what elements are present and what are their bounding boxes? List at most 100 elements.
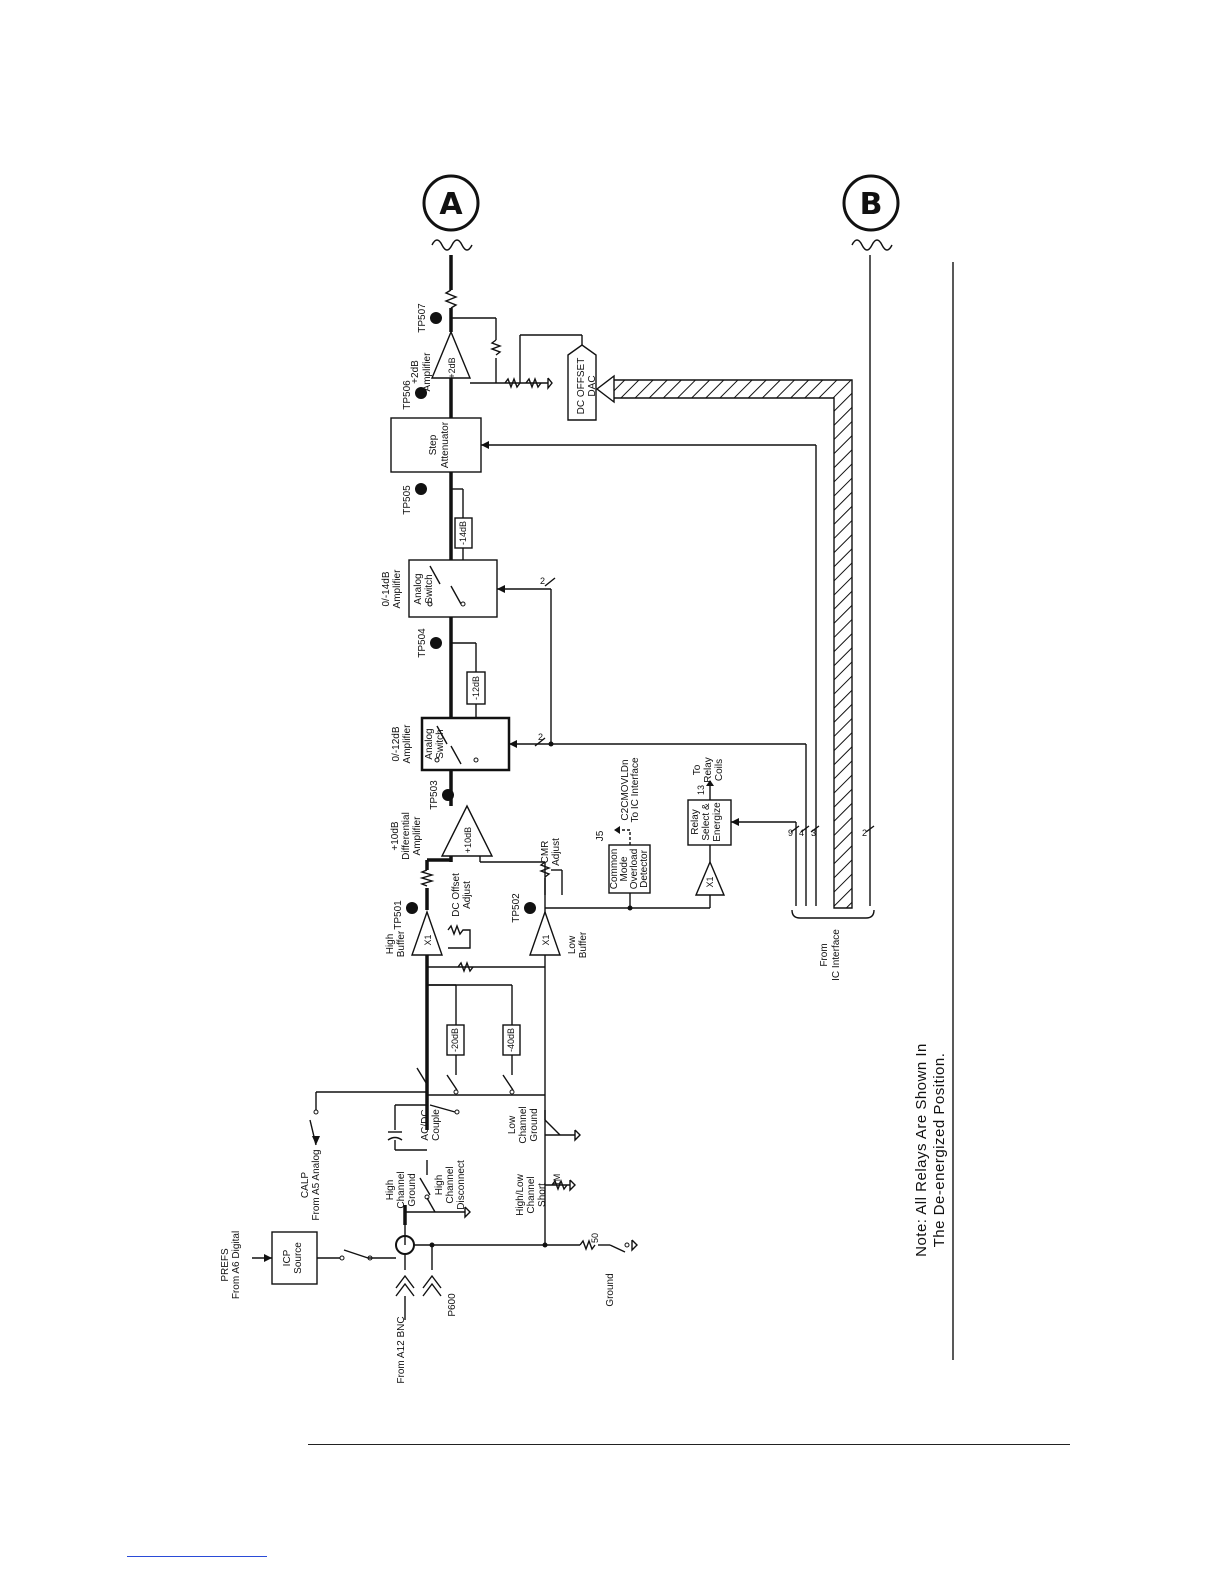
svg-text:High: High [434,1175,445,1196]
svg-text:0/-14dB: 0/-14dB [381,571,392,606]
svg-text:C2CMOVLDn: C2CMOVLDn [620,759,631,820]
svg-text:Amplifier: Amplifier [412,816,423,856]
svg-text:To: To [692,764,703,775]
tp507-dot [430,312,442,324]
svg-text:-14dB: -14dB [458,521,468,545]
svg-text:2: 2 [538,732,543,742]
svg-text:Relay: Relay [703,757,714,783]
dc-offset-dac: DC OFFSET DAC [567,344,598,421]
svg-text:Low: Low [567,935,578,954]
tp504-dot [430,637,442,649]
svg-text:Note: All Relays Are Shown In: Note: All Relays Are Shown In [913,1043,930,1257]
connector-b: B [842,174,900,251]
svg-text:Channel: Channel [396,1171,407,1208]
svg-text:From A5 Analog: From A5 Analog [311,1149,322,1220]
high-channel-disconnect-relay: High Channel Disconnect [419,1160,467,1210]
svg-text:Amplifier: Amplifier [422,352,433,392]
svg-text:+2dB: +2dB [447,357,457,378]
svg-text:Ground: Ground [529,1108,540,1141]
svg-text:Differential: Differential [401,812,412,860]
tp501-label: TP501 [393,900,404,930]
step-attenuator: Step Attenuator [390,417,817,906]
svg-text:Adjust: Adjust [462,881,473,909]
tp505-label: TP505 [402,485,413,515]
svg-text:B: B [860,187,883,222]
svg-text:From: From [819,943,830,966]
tp501-dot [406,902,418,914]
low-signal-path [427,861,710,1245]
svg-text:ICP: ICP [282,1249,293,1266]
cmr-adjust-label-2: Adjust [551,838,562,866]
svg-text:X1: X1 [541,934,551,945]
svg-text:X1: X1 [423,934,433,945]
svg-text:CALP: CALP [300,1172,311,1198]
relay-select-energize: Relay Select & Energize 13 To Relay Coil… [687,757,797,908]
icp-source: ICP Source PREFS From A6 Digital [220,1231,396,1299]
bnc-input: From A12 BNC P600 50 Ground [395,1225,638,1384]
svg-text:Step: Step [428,434,439,455]
low-channel-ground-relay: Low Channel Ground [507,1106,581,1144]
svg-text:Disconnect: Disconnect [456,1160,467,1210]
tp506-dot [415,387,427,399]
svg-text:Channel: Channel [445,1166,456,1203]
svg-text:Low: Low [507,1115,518,1134]
svg-text:Buffer: Buffer [396,930,407,957]
svg-text:Ground: Ground [605,1273,616,1306]
svg-text:Coils: Coils [714,759,725,781]
svg-text:High: High [385,934,396,955]
svg-text:DAC: DAC [587,375,598,396]
svg-text:DC OFFSET: DC OFFSET [576,358,587,415]
svg-text:-20dB: -20dB [450,1028,460,1052]
svg-text:Common: Common [609,849,620,890]
svg-text:4: 4 [799,828,804,838]
svg-text:Couple: Couple [431,1109,442,1141]
svg-text:X1: X1 [705,876,715,887]
svg-text:Mode: Mode [619,856,630,881]
svg-text:Select &: Select & [701,803,712,841]
svg-text:IC Interface: IC Interface [831,929,842,981]
tp502-label: TP502 [511,893,522,923]
note-text: Note: All Relays Are Shown In The De-ene… [913,1043,948,1257]
svg-text:+2dB: +2dB [410,360,421,384]
svg-text:Detector: Detector [639,849,650,887]
svg-text:1M: 1M [552,1174,562,1187]
high-channel-ground-relay: High Channel Ground [385,1171,471,1225]
cmr-adjust-label-1: CMR [540,841,551,864]
tp506-label: TP506 [402,380,413,410]
svg-text:The De-energized Position.: The De-energized Position. [931,1053,948,1248]
svg-text:2: 2 [540,576,545,586]
tp502-dot [524,902,536,914]
common-mode-detector: Common Mode Overload Detector J5 C2CMOVL… [595,757,651,911]
svg-text:To IC Interface: To IC Interface [630,757,641,822]
svg-text:Switch: Switch [435,729,446,758]
svg-text:Energize: Energize [712,802,723,842]
acdc-couple-relay: AC/DC Couple [387,1104,460,1151]
svg-text:Overload: Overload [629,849,640,890]
svg-text:DC Offset: DC Offset [451,873,462,917]
hatched-data-bus [595,374,853,909]
svg-text:Channel: Channel [526,1176,537,1213]
tp503-dot [442,789,454,801]
svg-text:Amplifier: Amplifier [392,569,403,609]
svg-text:PREFS: PREFS [220,1248,231,1282]
svg-text:A: A [439,187,463,222]
svg-text:Buffer: Buffer [578,931,589,958]
ic-interface-bus: 9 4 3 2 From IC Interface [788,255,875,981]
svg-text:Channel: Channel [518,1106,529,1143]
footer-rule [308,1444,1070,1445]
calp-input: CALP From A5 Analog [300,1091,427,1221]
amplifier-0-12db: -12dB Analog Switch 0/-12dB Amplifier 2 [391,671,807,906]
svg-text:Ground: Ground [407,1173,418,1206]
svg-text:Source: Source [293,1242,304,1274]
svg-text:0/-12dB: 0/-12dB [391,726,402,761]
svg-text:High: High [385,1180,396,1201]
high-low-short-relay: 1M High/Low Channel Short [515,1173,576,1216]
high-buffer: X1 High Buffer DC Offset Adjust [385,873,473,957]
svg-text:From A12 BNC: From A12 BNC [396,1316,407,1383]
link-underline [127,1556,267,1557]
svg-text:3: 3 [811,828,816,838]
tp503-label: TP503 [429,780,440,810]
svg-text:High/Low: High/Low [515,1173,526,1215]
svg-text:9: 9 [788,828,793,838]
